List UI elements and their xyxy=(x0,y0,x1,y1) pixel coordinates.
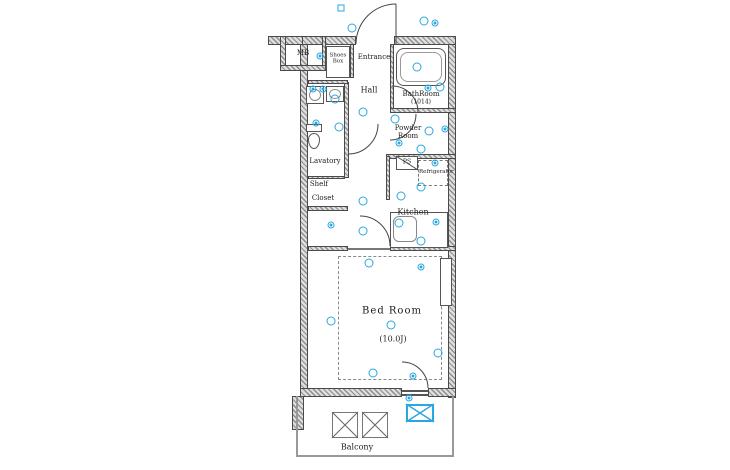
light-symbol xyxy=(358,196,368,206)
wall-segment xyxy=(428,388,456,397)
bedroom-side-door xyxy=(440,258,452,306)
outlet-symbol xyxy=(312,119,320,127)
wall-segment xyxy=(308,80,348,84)
outlet-symbol xyxy=(309,85,317,93)
balcony-wall xyxy=(296,396,298,456)
wall-segment xyxy=(280,65,326,71)
wall-segment xyxy=(386,154,456,159)
label-mb: MB xyxy=(296,48,310,57)
light-symbol xyxy=(435,82,445,92)
outlet-symbol xyxy=(431,159,439,167)
light-symbol xyxy=(364,258,374,268)
light-symbol xyxy=(396,191,406,201)
light-symbol xyxy=(394,218,404,228)
label-powder-room: Powder Room xyxy=(394,123,422,140)
wall-segment xyxy=(308,176,345,179)
wall-segment xyxy=(302,36,356,45)
light-symbol xyxy=(412,62,422,72)
wall-segment xyxy=(300,388,402,397)
light-symbol xyxy=(416,236,426,246)
wall-segment xyxy=(268,36,304,45)
outlet-symbol xyxy=(405,394,413,402)
label-bedroom-size: (10.0J) xyxy=(379,334,407,344)
wall-segment xyxy=(322,36,326,66)
label-ps: PS xyxy=(402,158,412,166)
light-symbol xyxy=(419,16,429,26)
kitchen-sink xyxy=(393,216,417,242)
outlet-symbol xyxy=(431,19,439,27)
outlet-symbol xyxy=(319,85,327,93)
wall-segment xyxy=(350,44,354,78)
light-symbol xyxy=(424,126,434,136)
wall-segment xyxy=(390,44,394,112)
label-bathroom-size: (1014) xyxy=(411,98,431,106)
vent-symbol xyxy=(337,4,345,12)
light-symbol xyxy=(334,122,344,132)
balcony-wall xyxy=(452,396,454,457)
light-symbol xyxy=(386,320,396,330)
light-symbol xyxy=(347,23,357,33)
wall-segment xyxy=(390,246,456,251)
light-symbol xyxy=(326,316,336,326)
label-kitchen: Kitchen xyxy=(397,207,429,217)
label-shoes-box: Shoes Box xyxy=(329,52,347,65)
outlet-symbol xyxy=(327,221,335,229)
label-entrance: Entrance xyxy=(357,52,391,61)
outlet-symbol xyxy=(441,125,449,133)
label-lavatory: Lavatory xyxy=(309,156,341,165)
wall-segment xyxy=(386,156,390,200)
light-symbol xyxy=(358,107,368,117)
outlet-symbol xyxy=(417,263,425,271)
light-symbol xyxy=(368,368,378,378)
window-sash xyxy=(402,394,428,396)
wall-segment xyxy=(394,36,456,45)
wall-segment xyxy=(308,246,348,251)
wall-segment xyxy=(292,396,304,430)
shoes-box xyxy=(326,46,350,78)
bedroom-dashed-area xyxy=(338,256,442,380)
label-hall: Hall xyxy=(360,85,378,95)
balcony-wall xyxy=(296,455,454,457)
toilet-bowl xyxy=(308,133,320,149)
label-refrigerator: Refrigerator xyxy=(419,168,454,175)
wall-segment xyxy=(344,82,349,178)
label-closet: Closet xyxy=(311,193,335,202)
sliding-door xyxy=(348,248,390,250)
label-bedroom: Bed Room xyxy=(362,305,422,317)
wall-segment xyxy=(300,44,308,390)
light-symbol xyxy=(416,182,426,192)
window-sash xyxy=(402,390,428,392)
outlet-symbol xyxy=(395,139,403,147)
label-bathroom: BathRoom xyxy=(402,89,440,98)
wall-segment xyxy=(308,206,348,211)
label-shelf: Shelf xyxy=(309,179,329,188)
wall-segment xyxy=(390,108,456,113)
light-symbol xyxy=(390,114,400,124)
label-balcony: Balcony xyxy=(340,442,374,452)
light-symbol xyxy=(358,226,368,236)
wall-segment xyxy=(280,36,286,71)
light-symbol xyxy=(433,348,443,358)
light-symbol xyxy=(330,94,340,104)
outlet-symbol xyxy=(409,372,417,380)
wall-segment xyxy=(448,44,456,398)
outlet-symbol xyxy=(424,84,432,92)
outlet-symbol xyxy=(432,218,440,226)
light-symbol xyxy=(416,144,426,154)
outlet-symbol xyxy=(316,52,324,60)
